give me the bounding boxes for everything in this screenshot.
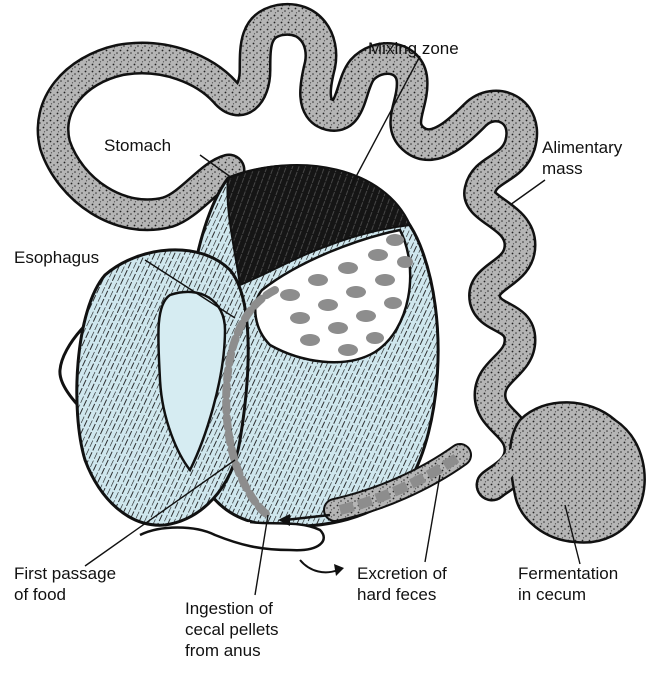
label-mixing-zone: Mixing zone [368, 38, 459, 59]
label-ingestion: Ingestion of cecal pellets from anus [185, 598, 279, 661]
excretion-arrow [300, 560, 344, 576]
label-alimentary-mass: Alimentary mass [542, 137, 622, 179]
leader-alimentary [510, 180, 545, 205]
label-esophagus: Esophagus [14, 247, 99, 268]
cecum [510, 402, 645, 542]
feet [140, 522, 324, 550]
label-stomach: Stomach [104, 135, 171, 156]
label-excretion: Excretion of hard feces [357, 563, 447, 605]
label-first-passage: First passage of food [14, 563, 116, 605]
label-fermentation: Fermentation in cecum [518, 563, 618, 605]
